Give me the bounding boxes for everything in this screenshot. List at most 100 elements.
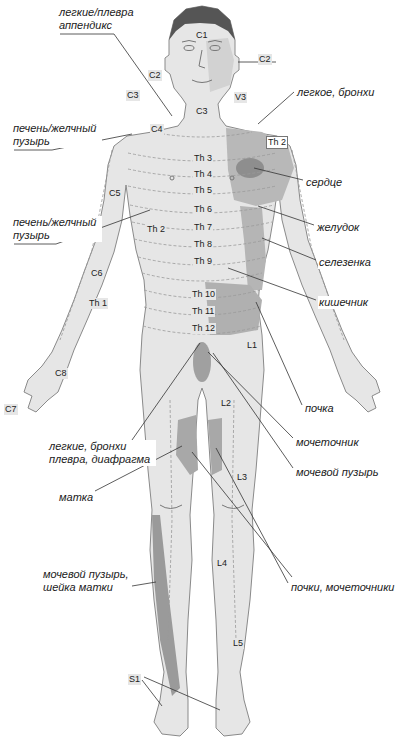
label-text: Th 2 [266, 136, 288, 149]
label-text: матка [58, 491, 94, 504]
segment-label: C3 [126, 84, 140, 102]
label-text: V3 [234, 92, 247, 103]
segment-label: Th 2 [266, 131, 288, 149]
organ-label: мочевой пузырь [295, 462, 379, 480]
label-text: почка [304, 402, 335, 415]
label-text: Th 3 [193, 153, 213, 164]
organ-label: легкие/плевра аппендикс [58, 6, 138, 33]
label-text: C8 [54, 368, 68, 379]
segment-label: Th 1 [88, 292, 108, 310]
label-text: C6 [90, 268, 104, 279]
organ-label: легкие, бронхи плевра, диафрагма [48, 440, 156, 467]
label-text: Th 9 [193, 256, 213, 267]
label-text: сердце [305, 176, 343, 189]
organ-label: селезенка [318, 252, 372, 270]
kidney-zone [208, 418, 222, 475]
genital-shape [193, 342, 211, 382]
label-text: L1 [246, 340, 258, 351]
label-text: S1 [128, 674, 141, 685]
body-silhouette [24, 6, 380, 736]
reflex-zones [152, 38, 294, 696]
segment-label: L3 [236, 466, 248, 484]
segment-label: C5 [108, 182, 122, 200]
organ-label: печень/желчный пузырь [12, 216, 102, 243]
segment-label: Th 6 [193, 198, 213, 216]
segment-label: V3 [234, 86, 247, 104]
segment-label: L2 [220, 392, 232, 410]
label-text: легкие, бронхи плевра, диафрагма [48, 440, 156, 466]
label-text: Th 1 [88, 298, 108, 309]
organ-label: почка [304, 398, 335, 416]
segment-label: C8 [54, 362, 68, 380]
label-text: мочеточник [295, 436, 360, 449]
segment-label: Th 2 [146, 218, 166, 236]
segment-label: Th 5 [193, 179, 213, 197]
heart-lung-zone [226, 128, 294, 206]
label-text: мочевой пузырь, шейка матки [42, 568, 132, 594]
label-text: C4 [150, 124, 164, 135]
segment-label: C4 [150, 118, 164, 136]
label-text: L3 [236, 472, 248, 483]
hair [169, 6, 235, 40]
label-text: L4 [216, 558, 228, 569]
organ-label: печень/желчный пузырь [12, 122, 102, 149]
label-text: C1 [195, 30, 209, 41]
organ-label: мочеточник [295, 432, 360, 450]
uterus-zone [176, 415, 198, 475]
label-text: кишечник [318, 296, 369, 309]
label-text: L5 [232, 638, 244, 649]
label-text: Th 5 [193, 185, 213, 196]
organ-label: желудок [316, 217, 360, 235]
label-text: C2 [148, 70, 162, 81]
organ-label: легкое, бронхи [296, 82, 375, 100]
label-text: легкие/плевра аппендикс [58, 6, 138, 32]
bladder-zone [152, 515, 180, 696]
segment-label: Th 4 [193, 163, 213, 181]
label-text: L2 [220, 398, 232, 409]
label-text: C3 [126, 90, 140, 101]
label-text: селезенка [318, 256, 372, 269]
organ-label: кишечник [318, 292, 369, 310]
label-text: Th 11 [191, 306, 215, 317]
segment-label: C1 [195, 24, 209, 42]
organ-label: сердце [305, 172, 343, 190]
segment-label: C6 [90, 262, 104, 280]
label-text: Th 7 [193, 222, 213, 233]
label-text: C3 [195, 106, 209, 117]
label-text: желудок [316, 221, 360, 234]
face-zone [206, 38, 234, 92]
segment-label: L1 [246, 334, 258, 352]
label-text: C7 [4, 404, 18, 415]
organ-label: мочевой пузырь, шейка матки [42, 568, 132, 595]
segment-label: C7 [4, 398, 18, 416]
segment-label: Th 10 [191, 283, 216, 301]
label-text: легкое, бронхи [296, 86, 375, 99]
segment-label: C2 [258, 48, 272, 66]
segment-label: C2 [148, 64, 162, 82]
label-text: Th 8 [193, 239, 213, 250]
organ-label: почки, мочеточники [290, 577, 396, 595]
label-text: печень/желчный пузырь [12, 122, 102, 148]
label-text: почки, мочеточники [290, 581, 396, 594]
segment-label: Th 7 [193, 216, 213, 234]
label-text: C2 [258, 54, 272, 65]
segment-label: Th 11 [191, 300, 215, 318]
segment-label: L4 [216, 552, 228, 570]
label-text: мочевой пузырь [295, 466, 379, 479]
label-text: печень/желчный пузырь [12, 216, 102, 242]
segment-label: C3 [195, 100, 209, 118]
organ-label: матка [58, 487, 94, 505]
label-text: Th 6 [193, 204, 213, 215]
label-text: Th 10 [191, 289, 216, 300]
segment-label: Th 12 [191, 317, 216, 335]
label-text: C5 [108, 188, 122, 199]
segment-label: Th 9 [193, 250, 213, 268]
label-text: Th 12 [191, 323, 216, 334]
label-text: Th 2 [146, 224, 166, 235]
segment-label: L5 [232, 632, 244, 650]
face-features [160, 41, 244, 509]
dermatome-lines [60, 132, 344, 640]
label-text: Th 4 [193, 169, 213, 180]
